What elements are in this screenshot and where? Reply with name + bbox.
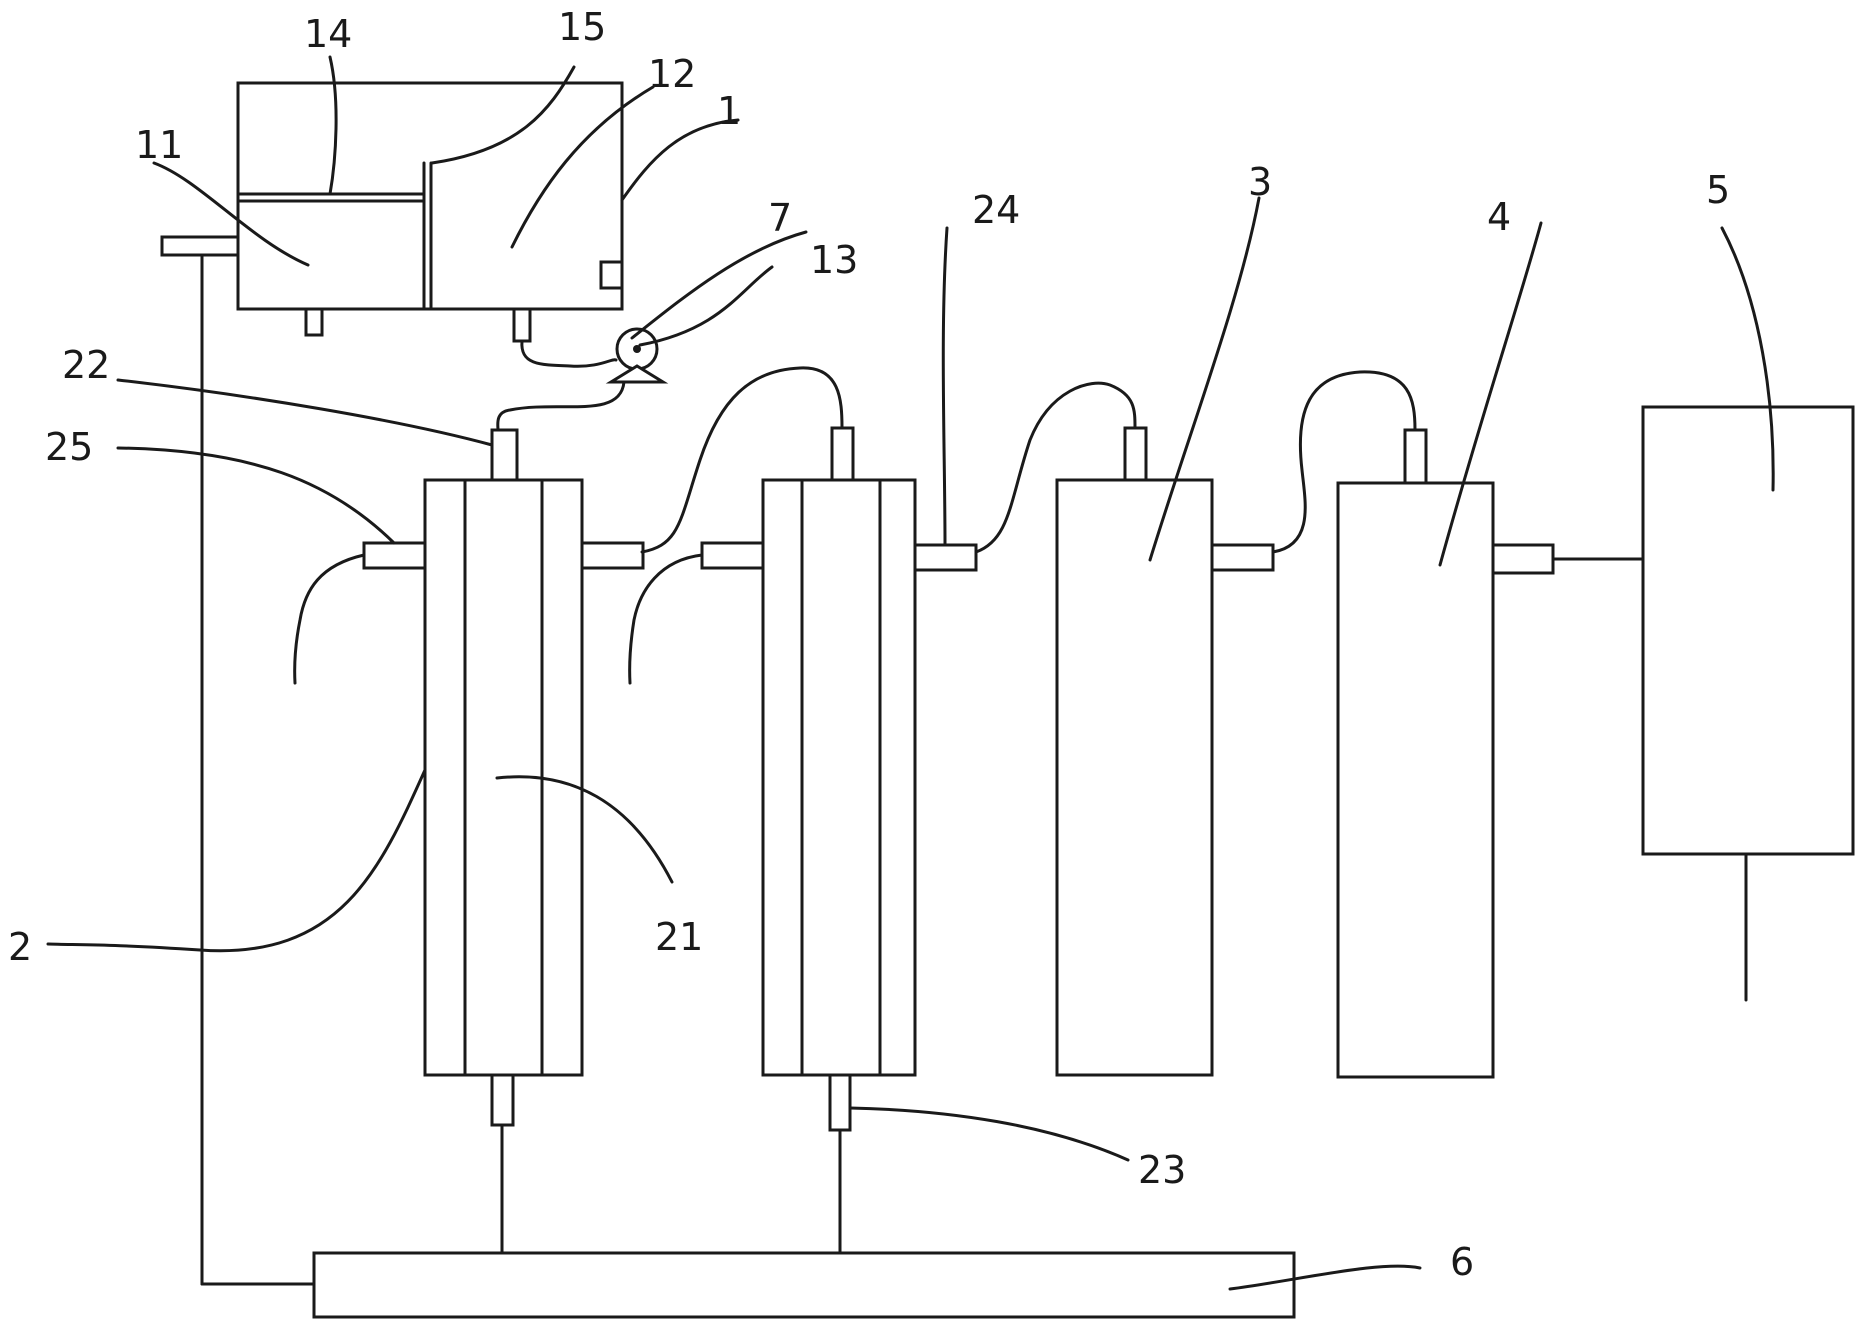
tank-6 <box>312 1251 1296 1319</box>
label-1: 1 <box>717 89 741 133</box>
label-15: 15 <box>558 5 606 49</box>
port-24 <box>913 543 978 572</box>
label-22: 22 <box>62 343 110 387</box>
label-13: 13 <box>810 238 858 282</box>
label-14: 14 <box>304 12 352 56</box>
label-3: 3 <box>1248 160 1272 204</box>
electrolytic-cell-second <box>700 426 978 1132</box>
label-21: 21 <box>655 915 703 959</box>
collector-5 <box>1551 405 1855 1002</box>
label-7: 7 <box>768 196 792 240</box>
label-2: 2 <box>8 925 32 969</box>
label-4: 4 <box>1487 195 1511 239</box>
leader-lines <box>46 55 1775 1291</box>
pump-13 <box>496 327 669 432</box>
label-12: 12 <box>648 52 696 96</box>
label-23: 23 <box>1138 1148 1186 1192</box>
connecting-tubes <box>200 253 1417 1286</box>
vessel-3 <box>1055 426 1275 1077</box>
label-6: 6 <box>1450 1240 1474 1284</box>
label-5: 5 <box>1706 168 1730 212</box>
sensor-7 <box>599 260 624 290</box>
outlet-23 <box>828 1073 852 1132</box>
label-24: 24 <box>972 188 1020 232</box>
vessel-4 <box>1336 428 1555 1079</box>
labels: 14 15 12 1 11 7 13 24 3 4 5 22 25 21 2 2… <box>8 5 1730 1284</box>
label-25: 25 <box>45 425 93 469</box>
port-25 <box>362 541 427 570</box>
inlet-22 <box>490 428 519 482</box>
overflow-pipe <box>160 235 240 257</box>
label-11: 11 <box>135 123 183 167</box>
reservoir-1 <box>160 81 624 343</box>
